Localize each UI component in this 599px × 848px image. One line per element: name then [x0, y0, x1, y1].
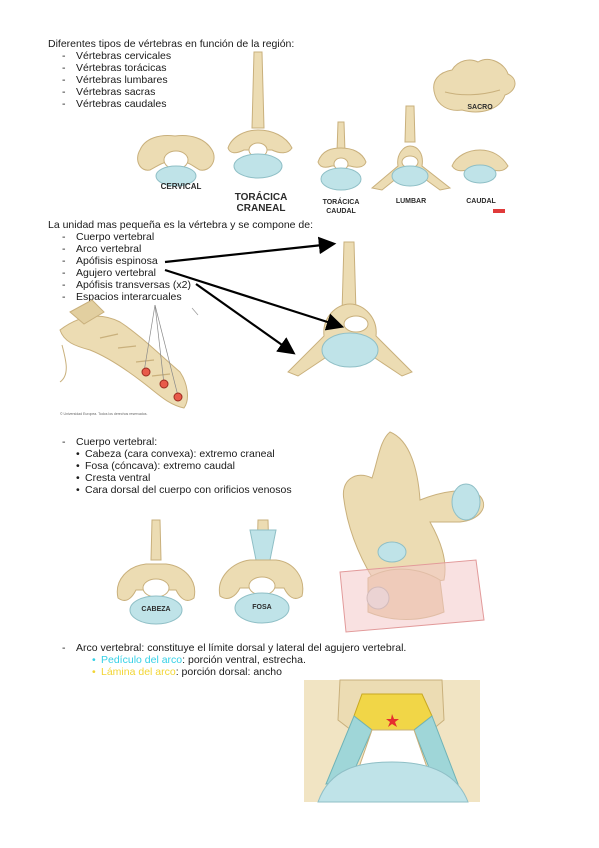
cabeza-illustration — [116, 519, 196, 625]
arrow-agujero-vertebral — [164, 268, 345, 331]
list-item: •Lámina del arco: porción dorsal: ancho — [92, 666, 282, 678]
lumbar-illustration — [370, 105, 452, 191]
section2-title: La unidad mas pequeña es la vértebra y s… — [48, 219, 314, 231]
copyright-text: © Universidad Europea. Todos los derecho… — [60, 412, 148, 416]
section3-title: -Cuerpo vertebral: — [62, 436, 158, 448]
sacro-illustration — [433, 59, 516, 113]
scale-bar — [493, 209, 505, 213]
arch-illustration — [302, 679, 480, 803]
arrow-apofisis-espinosa — [164, 236, 337, 264]
label-lumbar: LUMBAR — [395, 198, 427, 205]
section4-title: -Arco vertebral: constituye el límite do… — [62, 642, 407, 654]
arrow-apofisis-transversas — [195, 283, 296, 355]
list-item: -Espacios interarcuales — [62, 291, 182, 303]
caudal-illustration — [451, 149, 509, 184]
vertebra-parts-figure — [59, 236, 413, 409]
list-item: •Cara dorsal del cuerpo con orificios ve… — [76, 484, 292, 496]
list-item: -Vértebras torácicas — [62, 62, 167, 74]
list-item: -Vértebras caudales — [62, 98, 167, 110]
spine-illustration — [59, 299, 199, 409]
label-sacro: SACRO — [467, 104, 493, 111]
section1-title: Diferentes tipos de vértebras en función… — [48, 38, 295, 50]
list-item: -Vértebras sacras — [62, 86, 156, 98]
list-item: -Arco vertebral — [62, 243, 142, 255]
lateral-view-illustration — [339, 431, 485, 633]
list-item: •Fosa (cóncava): extremo caudal — [76, 460, 235, 472]
fosa-illustration — [218, 519, 304, 624]
label-cabeza: CABEZA — [141, 606, 171, 613]
list-item: -Apófisis espinosa — [62, 255, 158, 267]
list-item: •Pedículo del arco: porción ventral, est… — [92, 654, 306, 666]
label-caudal: CAUDAL — [466, 198, 496, 205]
toracica-caudal-illustration — [317, 121, 367, 191]
list-item: -Apófisis transversas (x2) — [62, 279, 191, 291]
vertebral-body-figure — [116, 431, 485, 633]
cervical-illustration — [137, 135, 215, 187]
list-item: •Cabeza (cara convexa): extremo craneal — [76, 448, 275, 460]
thoracic-vertebra-illustration — [287, 241, 413, 377]
label-cervical: CERVICAL — [160, 182, 202, 191]
list-item: -Vértebras lumbares — [62, 74, 168, 86]
list-item: -Cuerpo vertebral — [62, 231, 155, 243]
list-item: •Cresta ventral — [76, 472, 151, 484]
label-fosa: FOSA — [252, 604, 272, 611]
toracica-craneal-illustration — [227, 51, 293, 179]
list-item: -Vértebras cervicales — [62, 50, 172, 62]
vertebra-types-figure — [137, 51, 516, 213]
list-item: -Agujero vertebral — [62, 267, 156, 279]
